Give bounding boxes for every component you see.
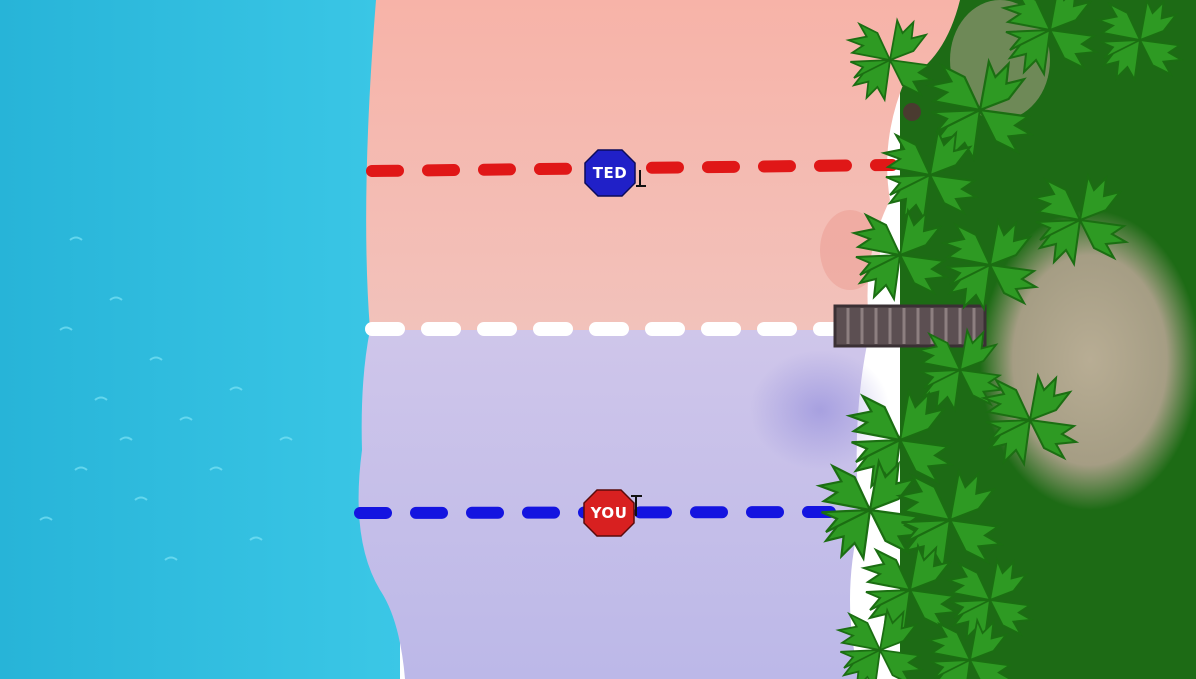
bridge <box>835 306 985 346</box>
ted-label: TED <box>593 164 627 182</box>
water <box>0 0 400 679</box>
you-label: YOU <box>590 504 628 522</box>
